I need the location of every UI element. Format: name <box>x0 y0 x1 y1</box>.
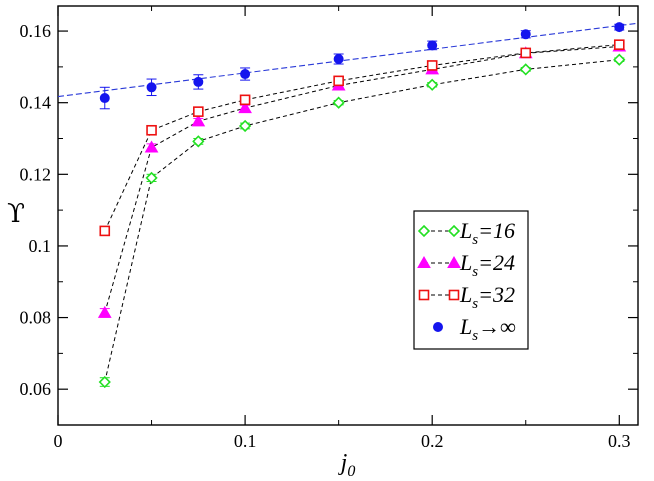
data-point <box>146 82 157 93</box>
data-point <box>193 106 204 117</box>
legend-label: Ls=24 <box>459 250 515 280</box>
legend-marker <box>417 255 431 268</box>
data-point <box>239 94 251 106</box>
data-point <box>192 135 205 148</box>
plot-frame <box>57 5 639 426</box>
data-point <box>99 225 111 237</box>
series-line <box>104 45 620 314</box>
legend-label: Ls→∞ <box>459 314 516 344</box>
data-point <box>238 119 252 133</box>
data-point <box>614 22 625 33</box>
series-line <box>104 44 620 232</box>
legend-label: Ls=16 <box>459 218 515 248</box>
x-tick-label: 0.1 <box>234 431 257 451</box>
data-point <box>426 78 439 91</box>
data-point <box>144 140 159 153</box>
legend-label: Ls=32 <box>459 282 515 312</box>
x-tick-label: 0.2 <box>421 431 444 451</box>
x-axis-label: j0 <box>338 450 356 480</box>
y-axis: 0.06 0.08 0.1 0.12 0.14 0.16 <box>20 21 638 426</box>
y-tick-label: 0.06 <box>20 379 52 399</box>
legend-marker <box>417 224 431 238</box>
data-point <box>146 124 157 136</box>
data-point <box>519 63 532 76</box>
data-point <box>332 96 345 109</box>
y-tick-label: 0.1 <box>29 236 52 256</box>
data-point <box>238 101 252 114</box>
y-axis-label: ϒ <box>7 199 25 229</box>
x-tick-label: 0 <box>54 431 63 451</box>
legend-marker <box>433 322 443 332</box>
x-axis-label-sub: 0 <box>347 463 355 480</box>
series-3 <box>99 22 625 110</box>
data-point <box>97 305 112 318</box>
x-axis-label-main: j <box>338 450 348 476</box>
series-0 <box>98 53 626 389</box>
y-tick-label: 0.16 <box>20 21 52 41</box>
y-tick-label: 0.12 <box>20 164 52 184</box>
legend-entry-1: Ls=24 <box>417 250 515 280</box>
fit-line <box>57 22 639 98</box>
data-point <box>193 76 204 87</box>
data-point <box>191 114 206 127</box>
data-point <box>333 54 344 65</box>
legend-marker <box>447 255 461 268</box>
series-1 <box>97 39 627 318</box>
data-point <box>427 40 438 51</box>
legend-marker <box>447 224 461 238</box>
legend-marker <box>448 289 460 301</box>
legend-entry-0: Ls=16 <box>417 218 515 248</box>
legend-marker <box>418 289 430 301</box>
y-tick-label: 0.14 <box>20 93 52 113</box>
data-point <box>333 75 344 87</box>
series-line <box>104 59 620 383</box>
fit-line-layer <box>57 22 639 98</box>
data-point <box>613 53 626 66</box>
series-2 <box>99 39 625 237</box>
data-point <box>520 47 532 59</box>
data-point <box>240 69 251 80</box>
series-layer <box>97 22 627 389</box>
data-point <box>426 60 438 71</box>
plot-area <box>57 5 639 426</box>
y-tick-label: 0.08 <box>20 308 52 328</box>
x-axis: 0 0.1 0.2 0.3 <box>54 6 631 451</box>
legend-box <box>413 210 529 350</box>
legend-entry-2: Ls=32 <box>418 282 515 312</box>
data-point <box>99 93 110 104</box>
legend-entry-3: Ls→∞ <box>433 314 516 344</box>
data-point <box>98 375 111 389</box>
data-point <box>145 171 158 185</box>
x-tick-label: 0.3 <box>608 431 631 451</box>
data-point <box>613 39 625 50</box>
data-point <box>520 29 531 40</box>
